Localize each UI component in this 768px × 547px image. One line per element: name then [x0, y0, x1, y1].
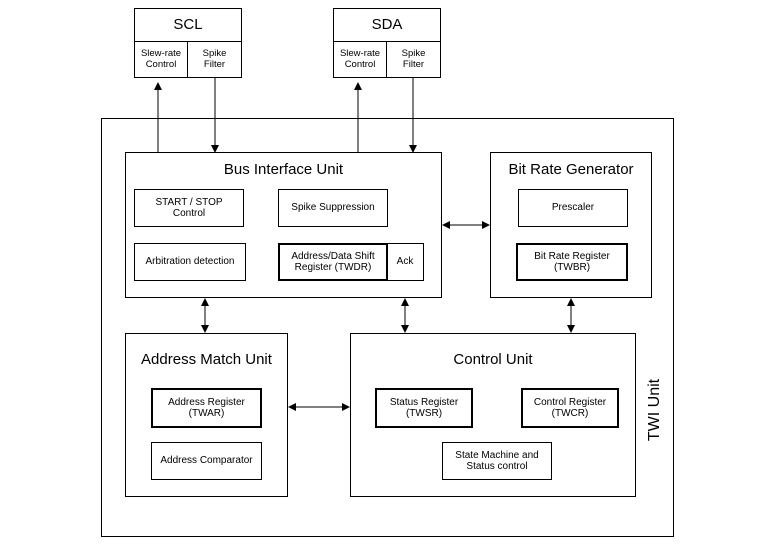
- address-comparator: Address Comparator: [151, 442, 262, 480]
- address-match-unit: Address Match Unit Address Register (TWA…: [125, 333, 288, 497]
- spike-suppression: Spike Suppression: [278, 189, 388, 227]
- status-register: Status Register (TWSR): [375, 388, 473, 428]
- bus-interface-unit-title: Bus Interface Unit: [223, 161, 344, 179]
- address-match-unit-title: Address Match Unit: [141, 351, 272, 369]
- scl-label: SCL: [173, 16, 203, 34]
- arbitration-detection: Arbitration detection: [134, 243, 246, 281]
- twi-unit-label: TWI Unit: [646, 378, 663, 442]
- address-data-shift-register: Address/Data Shift Register (TWDR): [278, 243, 388, 281]
- bit-rate-generator: Bit Rate Generator Prescaler Bit Rate Re…: [490, 152, 652, 298]
- start-stop-control: START / STOP Control: [134, 189, 244, 227]
- prescaler: Prescaler: [518, 189, 628, 227]
- scl-spike-filter: Spike Filter: [202, 47, 227, 70]
- address-register: Address Register (TWAR): [151, 388, 262, 428]
- sda-label: SDA: [371, 16, 403, 34]
- control-register: Control Register (TWCR): [521, 388, 619, 428]
- bit-rate-register: Bit Rate Register (TWBR): [516, 243, 628, 281]
- scl-block: SCL Slew-rate Control Spike Filter: [134, 8, 242, 78]
- bus-interface-unit: Bus Interface Unit START / STOP Control …: [125, 152, 442, 298]
- scl-slew-rate-control: Slew-rate Control: [140, 47, 182, 70]
- bit-rate-generator-title: Bit Rate Generator: [508, 161, 634, 179]
- state-machine-status-control: State Machine and Status control: [442, 442, 552, 480]
- twi-unit-frame: [101, 118, 674, 537]
- sda-spike-filter: Spike Filter: [401, 47, 426, 70]
- control-unit-title: Control Unit: [453, 351, 533, 369]
- sda-slew-rate-control: Slew-rate Control: [339, 47, 381, 70]
- control-unit: Control Unit Status Register (TWSR) Cont…: [350, 333, 636, 497]
- sda-block: SDA Slew-rate Control Spike Filter: [333, 8, 441, 78]
- ack-box: Ack: [386, 243, 424, 281]
